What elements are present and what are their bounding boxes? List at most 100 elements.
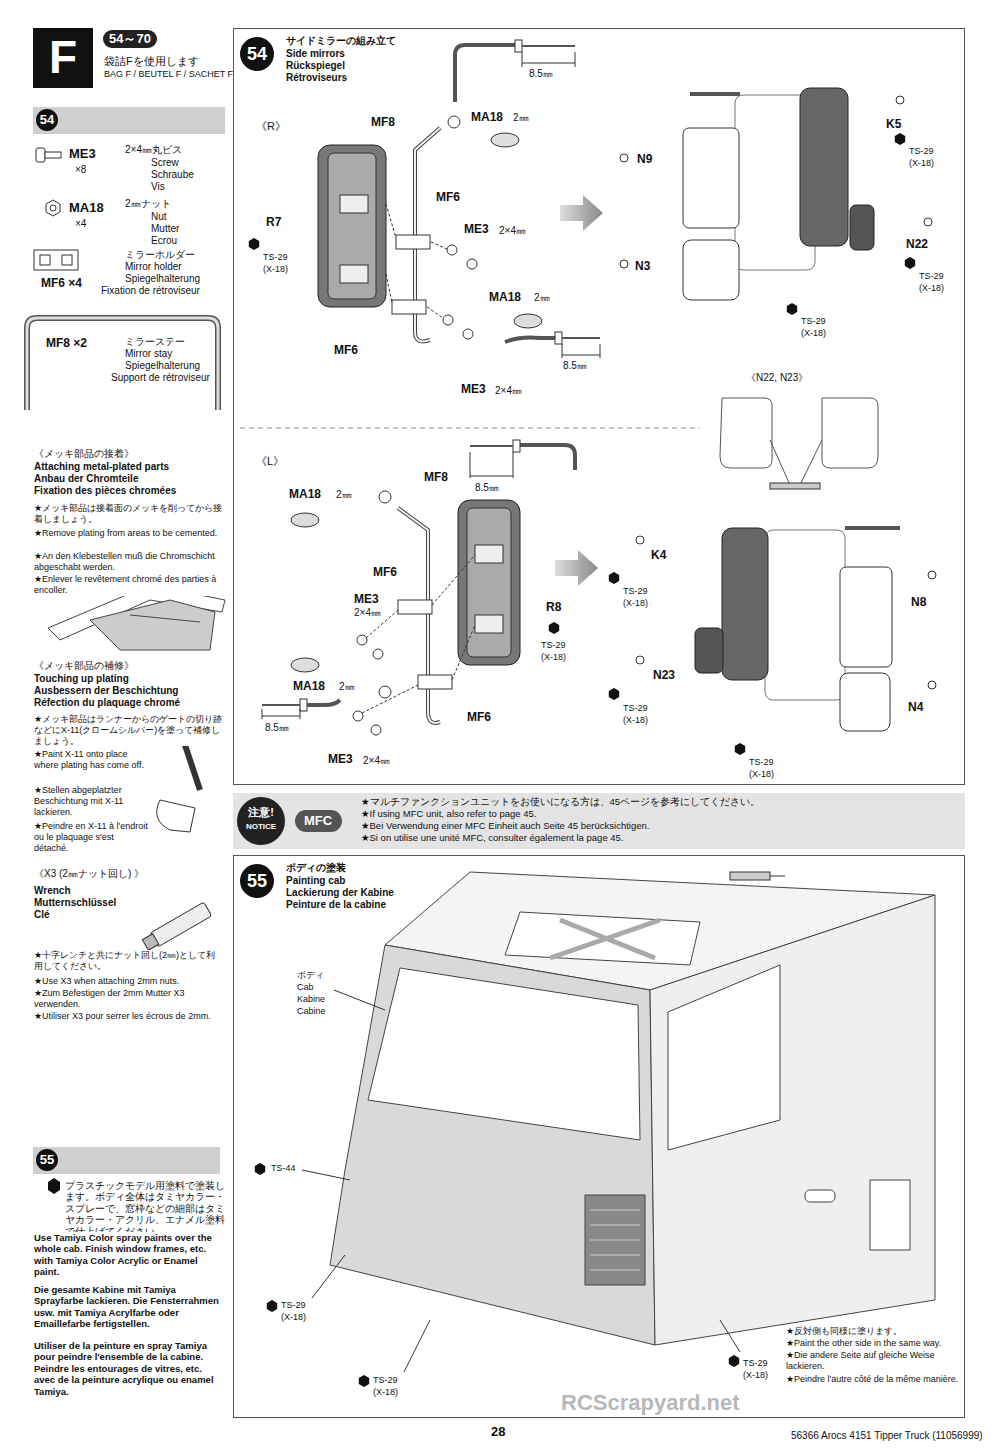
label-text: MA18 xyxy=(292,679,326,693)
node-text: Peinture de la cabine xyxy=(286,899,386,911)
label-text: 2×4㎜ xyxy=(494,385,523,397)
node-text: ★マルチファンクションユニットをお使いになる方は、45ページを参考にしてください… xyxy=(361,796,760,807)
label-text: ミラーホルダー xyxy=(124,249,196,261)
label-text: 《L》 xyxy=(255,455,285,468)
label-text: Anbau der Chromteile xyxy=(33,473,139,485)
label-text: ボディ xyxy=(296,970,325,981)
label-text: Réfection du plaquage chromé xyxy=(33,697,181,709)
label-text: ★十字レンチと共にナット回し(2㎜)として利用してください。 xyxy=(33,950,225,972)
node-text: 54 xyxy=(240,37,274,71)
node-text: Rückspiegel xyxy=(286,60,345,72)
node-text: 注意! xyxy=(237,806,285,819)
label-text: Cab xyxy=(296,982,315,993)
label-text: ミラーステー xyxy=(124,336,186,348)
step-number: 55 xyxy=(36,1149,58,1171)
label-text: R8 xyxy=(545,600,562,614)
label-text: 2×4㎜丸ビス xyxy=(124,144,183,156)
label-text: MF6 xyxy=(435,190,461,204)
label-text: TS-29 xyxy=(800,316,827,327)
label-text: 《メッキ部品の接着》 xyxy=(33,448,135,460)
label-text: TS-29 xyxy=(742,1358,769,1369)
label-text: (X-18) xyxy=(800,328,827,339)
label-text: 28 xyxy=(490,1424,506,1440)
label-text: 8.5㎜ xyxy=(264,722,290,734)
label-text: (X-18) xyxy=(622,715,649,726)
label-text: ★Utiliser X3 pour serrer les écrous de 2… xyxy=(33,1011,225,1022)
label-text: ★Stellen abgeplatzter Beschichtung mit X… xyxy=(33,785,150,817)
node-text: Lackierung der Kabine xyxy=(286,887,394,899)
label-text: MA18 xyxy=(288,487,322,501)
label-text: TS-29 xyxy=(622,586,649,597)
label-text: Utiliser de la peinture en spray Tamiya … xyxy=(33,1340,225,1397)
node-text: ボディの塗装 xyxy=(286,862,346,874)
label-text: 袋詰Fを使用します xyxy=(103,55,200,68)
label-text: (X-18) xyxy=(748,769,775,780)
label-text: Use Tamiya Color spray paints over the w… xyxy=(33,1232,225,1278)
label-text: Mutter xyxy=(150,223,180,235)
label-text: ME3 xyxy=(460,382,487,396)
label-text: Die gesamte Kabine mit Tamiya Sprayfarbe… xyxy=(33,1284,225,1330)
node-text: ★Bei Verwendung einer MFC Einheit auch S… xyxy=(361,820,649,831)
section-letter: F xyxy=(33,28,93,88)
label-text: ME3 xyxy=(463,222,490,236)
label-text: N9 xyxy=(636,152,653,166)
label-text: ME3 xyxy=(68,146,97,162)
label-text: (X-18) xyxy=(540,652,567,663)
label-text: ★Zum Befestigen der 2mm Mutter X3 verwen… xyxy=(33,988,225,1010)
label-text: (X-18) xyxy=(908,158,935,169)
label-text: TS-29 xyxy=(262,252,289,263)
label-text: Touching up plating xyxy=(33,673,130,685)
node-text: 55 xyxy=(240,864,274,898)
node-text: ★If using MFC unit, also refer to page 4… xyxy=(361,808,536,819)
label-text: TS-29 xyxy=(540,640,567,651)
label-text: Attaching metal-plated parts xyxy=(33,461,170,473)
label-text: TS-29 xyxy=(622,703,649,714)
label-text: MA18 xyxy=(488,290,522,304)
label-text: (X-18) xyxy=(372,1387,399,1398)
label-text: TS-29 xyxy=(372,1375,399,1386)
label-text: MF8 xyxy=(423,470,449,484)
label-text: MF6 xyxy=(466,710,492,724)
label-text: 《R》 xyxy=(255,120,287,133)
label-text: ★Enlever le revêtement chromé des partie… xyxy=(33,574,225,596)
label-text: 56366 Arocs 4151 Tipper Truck (11056999) xyxy=(790,1430,984,1442)
label-text: TS-29 xyxy=(748,757,775,768)
label-text: MF8 xyxy=(370,115,396,129)
label-text: BAG F / BEUTEL F / SACHET F xyxy=(103,69,234,80)
label-text: ★反対側も同様に塗ります。 xyxy=(785,1326,962,1337)
label-text: Screw xyxy=(150,157,180,169)
label-text: ★An den Klebestellen muß die Chromschich… xyxy=(33,551,225,573)
label-text: MF6 ×4 xyxy=(40,276,83,290)
step-panel: 55ボディの塗装Painting cabLackierung der Kabin… xyxy=(233,855,965,1418)
label-text: 2㎜ナット xyxy=(124,198,172,210)
label-text: 2×4㎜ xyxy=(498,225,527,237)
label-text: 2㎜ xyxy=(338,681,356,693)
node-text: F xyxy=(33,30,93,85)
watermark: RCScrapyard.net xyxy=(560,1390,741,1416)
label-text: Vis xyxy=(150,181,166,193)
node-text: Side mirrors xyxy=(286,48,345,60)
label-text: 8.5㎜ xyxy=(474,482,500,494)
label-text: ★Die andere Seite auf gleiche Weise lack… xyxy=(785,1350,962,1372)
label-text: Mutternschlüssel xyxy=(33,897,117,909)
label-text: 2㎜ xyxy=(512,112,530,124)
label-text: 2㎜ xyxy=(335,489,353,501)
label-text: ★Peindre en X-11 à l'endroit ou le plaqu… xyxy=(33,821,150,853)
label-text: MA18 xyxy=(470,110,504,124)
label-text: 2×4㎜ xyxy=(362,755,391,767)
label-text: MF6 xyxy=(333,343,359,357)
label-text: Support de rétroviseur xyxy=(110,372,211,384)
label-text: ME3 xyxy=(327,752,354,766)
mfc-pill: MFC xyxy=(295,810,342,832)
label-text: Fixation des pièces chromées xyxy=(33,485,177,497)
label-text: ★Paint the other side in the same way. xyxy=(785,1338,962,1349)
label-text: K4 xyxy=(650,548,667,562)
label-text: MF8 ×2 xyxy=(45,336,88,350)
label-text: Clé xyxy=(33,909,51,921)
node-text: MFC xyxy=(304,813,332,829)
label-text: N23 xyxy=(652,668,676,682)
label-text: 54～70 xyxy=(103,30,157,48)
label-text: TS-44 xyxy=(270,1163,297,1174)
label-text: (X-18) xyxy=(742,1370,769,1381)
node-text: Rétroviseurs xyxy=(286,72,347,84)
